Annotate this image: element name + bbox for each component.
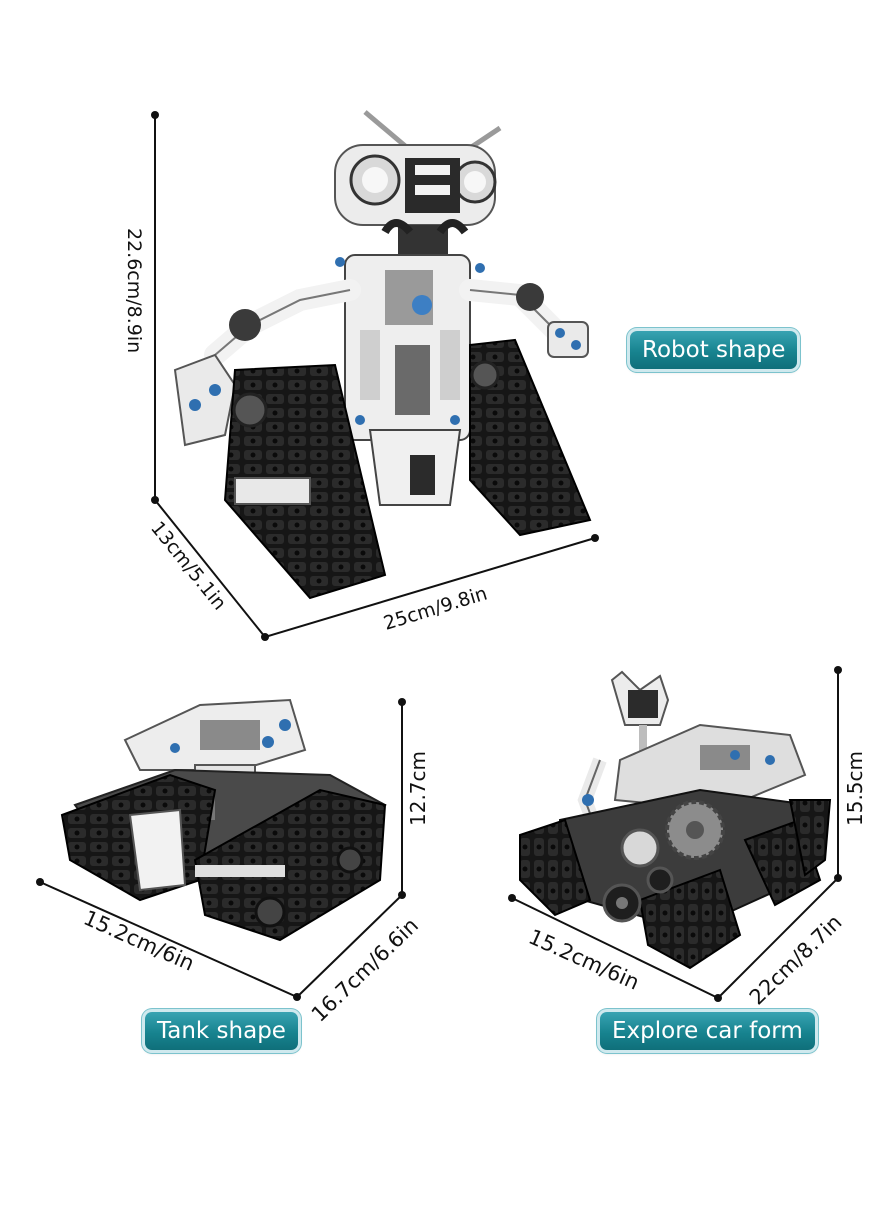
robot-width-label: 25cm/9.8in: [381, 582, 490, 634]
car-dimensions: [508, 666, 842, 1002]
tank-shape-badge: Tank shape: [145, 1012, 298, 1050]
explore-car-badge: Explore car form: [600, 1012, 815, 1050]
car-height-label: 15.5cm: [843, 751, 867, 826]
robot-height-label: 22.6cm/8.9in: [123, 228, 145, 353]
robot-dimensions: [151, 111, 599, 641]
car-width-label: 22cm/8.7in: [745, 910, 847, 1009]
tank-figure: [60, 698, 387, 942]
explore-car-figure: [519, 670, 832, 970]
robot-figure: [173, 110, 592, 600]
robot-depth-label: 13cm/5.1in: [146, 517, 230, 614]
tank-length-label: 15.2cm/6in: [80, 906, 198, 976]
tank-height-label: 12.7cm: [406, 751, 430, 826]
car-length-label: 15.2cm/6in: [525, 925, 643, 995]
robot-shape-badge: Robot shape: [630, 331, 798, 369]
tank-dimensions: [36, 698, 406, 1001]
